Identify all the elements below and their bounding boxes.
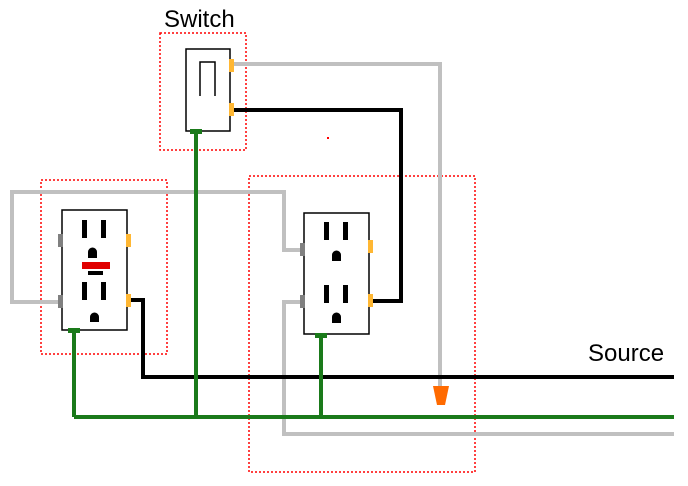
duplex-slot-upper-left (324, 222, 329, 240)
switch-box (159, 32, 247, 151)
duplex-ground-screw (315, 333, 327, 338)
gfci-ground-screw (68, 328, 80, 333)
hot-wires (128, 108, 674, 379)
duplex-slot-upper-right (343, 222, 348, 240)
switch-terminal-bottom (229, 103, 234, 116)
gfci-terminal-brass-top (126, 234, 131, 247)
gfci-body (61, 209, 128, 331)
ground-wires (72, 132, 674, 419)
duplex-ground-hole-upper (332, 250, 341, 261)
duplex-outlet (300, 212, 373, 338)
outlet-box (248, 175, 476, 473)
switch-ground-screw (190, 129, 202, 134)
duplex-slot-lower-right (343, 285, 348, 303)
gfci-slot-upper-right (101, 220, 106, 238)
neutral-wire-switch (231, 62, 442, 386)
gfci-terminal-silver-bottom (58, 295, 63, 308)
gfci-terminal-silver-top (58, 234, 63, 247)
duplex-terminal-silver-top (300, 243, 305, 256)
gfci-terminal-brass-bottom (126, 294, 131, 307)
source-label: Source (588, 340, 664, 367)
switch-toggle-icon (199, 61, 216, 96)
neutral-wires (10, 62, 674, 436)
duplex-ground-hole-lower (332, 312, 341, 323)
neutral-wire-gfci-loop (10, 190, 304, 304)
gfci-outlet (58, 209, 131, 333)
hot-wire-switch (231, 108, 403, 303)
switch-label: Switch (164, 6, 235, 33)
hot-wire-source (128, 298, 674, 379)
duplex-terminal-brass-bottom (368, 294, 373, 307)
gfci-ground-hole-upper (88, 247, 97, 258)
duplex-terminal-brass-top (368, 240, 373, 253)
gfci-test-button (82, 262, 110, 269)
duplex-terminal-silver-bottom (300, 295, 305, 308)
gfci-reset-button (88, 271, 103, 275)
stray-mark (327, 137, 329, 139)
gfci-slot-lower-right (101, 282, 106, 300)
duplex-slot-lower-left (324, 285, 329, 303)
gfci-slot-lower-left (82, 282, 87, 300)
gfci-slot-upper-left (82, 220, 87, 238)
wire-nut (433, 386, 449, 405)
gfci-ground-hole-lower (90, 312, 99, 322)
neutral-wire-source (282, 300, 674, 436)
switch-terminal-top (229, 59, 234, 72)
gfci-box (40, 179, 168, 355)
switch (185, 48, 234, 134)
